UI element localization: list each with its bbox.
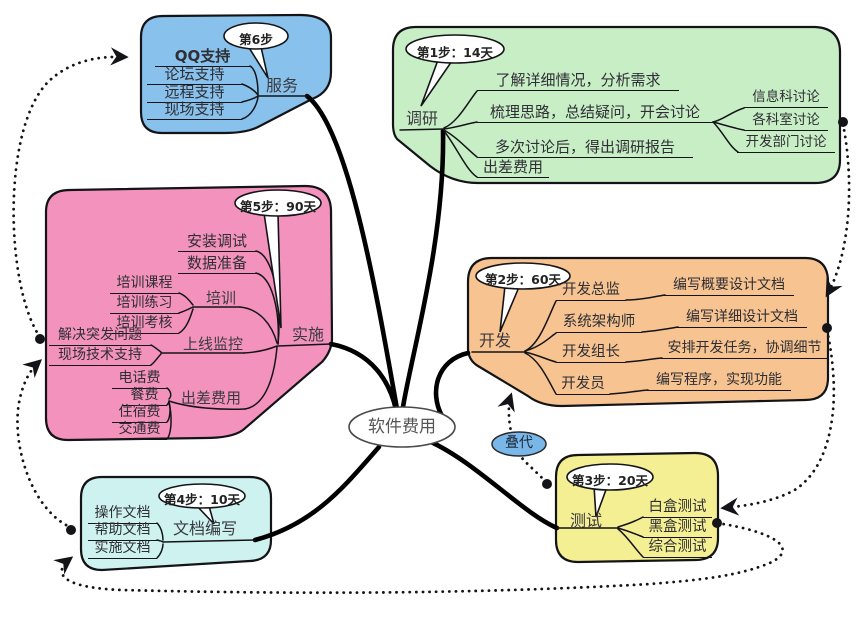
iteration-label[interactable]: 叠代 [505, 435, 533, 451]
travel-item[interactable]: 住宿费 [112, 404, 167, 423]
link-documentation-to-implementation [16, 359, 74, 530]
development-task[interactable]: 编写概要设计文档 [664, 277, 794, 296]
node-service[interactable]: 服务 [265, 76, 298, 95]
link-research-to-development [825, 122, 851, 298]
link-start-dot [822, 323, 832, 333]
link-start-dot [712, 518, 722, 528]
development-role[interactable]: 开发员 [556, 376, 610, 395]
research-box[interactable] [391, 25, 842, 185]
research-item[interactable]: 出差费用 [477, 158, 549, 178]
monitoring-item[interactable]: 现场技术支持 [49, 347, 151, 366]
testing-item[interactable]: 综合测试 [643, 539, 712, 558]
trunk-research [400, 128, 446, 410]
link-start-dot [35, 334, 45, 344]
node-testing[interactable]: 测试 [569, 511, 602, 530]
service-item[interactable]: 论坛支持 [147, 65, 242, 85]
callout-research-label: 第1步：14天 [416, 45, 494, 60]
research-item[interactable]: 了解详细情况，分析需求 [477, 71, 679, 91]
callout-development[interactable] [475, 262, 571, 333]
development-role[interactable]: 开发总监 [556, 282, 626, 301]
training-item[interactable]: 培训练习 [110, 295, 179, 314]
callout-service[interactable] [223, 22, 289, 79]
testing-item[interactable]: 黑盒测试 [643, 519, 712, 538]
training-item[interactable]: 培训课程 [110, 275, 179, 294]
link-start-dot [66, 525, 76, 535]
trunk-documentation [252, 444, 382, 543]
callout-research[interactable] [405, 34, 505, 107]
research-discussion-item[interactable]: 各科室讨论 [744, 112, 828, 131]
development-role[interactable]: 开发组长 [556, 344, 626, 363]
documentation-item[interactable]: 实施文档 [88, 540, 157, 559]
iteration-ellipse[interactable] [491, 431, 547, 457]
service-item[interactable]: QQ支持 [155, 47, 250, 67]
callout-testing-label: 第3步：20天 [571, 473, 649, 488]
training-item[interactable]: 培训考核 [110, 315, 179, 334]
implementation-item[interactable]: 安装调试 [178, 232, 256, 252]
travel-item[interactable]: 交通费 [112, 421, 167, 440]
link-testing-to-documentation [53, 521, 784, 595]
callout-implementation[interactable] [234, 189, 322, 329]
link-development-to-testing [720, 328, 836, 516]
callout-development-label: 第2步：60天 [484, 272, 562, 287]
link-start-dot [542, 479, 552, 489]
development-task[interactable]: 安排开发任务，协调细节 [661, 340, 828, 359]
service-item[interactable]: 远程支持 [147, 83, 242, 103]
trunk-service [304, 93, 400, 412]
link-start-dot [838, 117, 848, 127]
trunk-implementation [328, 341, 399, 413]
development-task[interactable]: 编写程序，实现功能 [647, 372, 791, 391]
travel-item[interactable]: 餐费 [122, 387, 167, 406]
research-discussion-item[interactable]: 开发部门讨论 [737, 134, 835, 153]
implementation-box[interactable] [44, 184, 334, 442]
documentation-item[interactable]: 帮助文档 [88, 522, 157, 541]
callout-documentation-label: 第4步：10天 [163, 492, 241, 507]
documentation-item[interactable]: 操作文档 [88, 505, 157, 524]
node-development[interactable]: 开发 [478, 331, 511, 350]
service-item[interactable]: 现场支持 [147, 100, 242, 120]
node-documentation[interactable]: 文档编写 [172, 519, 237, 538]
research-item[interactable]: 梳理思路，总结疑问，开会讨论 [477, 103, 713, 123]
implementation-item[interactable]: 数据准备 [178, 254, 256, 274]
monitoring-item[interactable]: 解决突发问题 [49, 327, 151, 346]
callout-service-label: 第6步 [239, 32, 273, 47]
node-training[interactable]: 培训 [205, 289, 236, 307]
center-topic-label[interactable]: 软件费用 [368, 417, 436, 437]
trunk-testing [426, 438, 560, 531]
callout-documentation[interactable] [158, 483, 246, 525]
node-monitoring[interactable]: 上线监控 [182, 335, 243, 353]
node-research[interactable]: 调研 [405, 109, 438, 128]
testing-item[interactable]: 白盒测试 [643, 499, 712, 518]
callout-implementation-label: 第5步：90天 [239, 199, 317, 214]
center-topic-ellipse[interactable] [348, 406, 456, 448]
research-discussion-item[interactable]: 信息科讨论 [744, 89, 828, 108]
travel-item[interactable]: 电话费 [112, 370, 167, 389]
callout-testing[interactable] [566, 463, 654, 518]
link-iteration-back-to-development [497, 392, 548, 484]
development-task[interactable]: 编写详细设计文档 [677, 309, 807, 328]
node-travel-cost[interactable]: 出差费用 [180, 389, 241, 407]
research-item[interactable]: 多次讨论后，得出调研报告 [477, 138, 693, 158]
trunk-development [433, 350, 471, 419]
node-implementation[interactable]: 实施 [291, 325, 324, 344]
development-role[interactable]: 系统架构师 [556, 314, 642, 333]
service-box[interactable] [139, 13, 333, 135]
